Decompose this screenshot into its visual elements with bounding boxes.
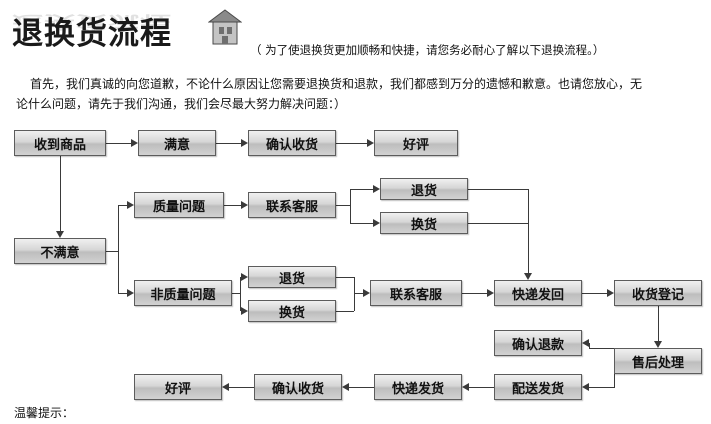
node-不满意[interactable]: 不满意 xyxy=(14,238,106,264)
node-退货-2[interactable]: 退货 xyxy=(248,266,336,288)
edge-line xyxy=(336,143,367,144)
edge-line xyxy=(658,306,659,341)
node-收到商品[interactable]: 收到商品 xyxy=(14,130,106,156)
edge-line xyxy=(589,387,614,388)
node-退货-1[interactable]: 退货 xyxy=(380,178,468,200)
edge-line xyxy=(462,293,487,294)
edge-arrow xyxy=(241,139,248,147)
node-联系客服-1[interactable]: 联系客服 xyxy=(248,192,336,218)
edge-arrow xyxy=(373,185,380,193)
edge-line xyxy=(118,205,127,206)
edge-arrow xyxy=(367,139,374,147)
node-非质量问题[interactable]: 非质量问题 xyxy=(134,280,232,306)
edge-line xyxy=(469,387,494,388)
intro-text: 首先，我们真诚的向您道歉，不论什么原因让您需要退换货和退款，我们都感到万分的遗憾… xyxy=(16,74,690,114)
edge-line xyxy=(240,277,241,278)
edge-line xyxy=(354,277,355,311)
edge-arrow xyxy=(127,201,134,209)
edge-line xyxy=(468,189,528,190)
node-确认收货[interactable]: 确认收货 xyxy=(248,130,336,156)
edge-arrow xyxy=(462,383,469,391)
edge-line xyxy=(589,343,590,349)
house-icon xyxy=(207,8,243,46)
node-配送发货[interactable]: 配送发货 xyxy=(494,374,582,400)
edge-line xyxy=(349,387,374,388)
edge-line xyxy=(350,223,373,224)
node-联系客服-2[interactable]: 联系客服 xyxy=(370,280,462,306)
footer-tip: 温馨提示： xyxy=(14,406,75,420)
edge-line xyxy=(106,251,118,252)
edge-line xyxy=(118,293,127,294)
edge-line xyxy=(350,189,373,190)
edge-arrow xyxy=(241,273,248,281)
edge-line xyxy=(229,387,254,388)
edge-line xyxy=(224,205,241,206)
edge-line xyxy=(350,189,351,223)
node-换货-1[interactable]: 换货 xyxy=(380,212,468,234)
edge-line xyxy=(336,311,354,312)
node-质量问题[interactable]: 质量问题 xyxy=(134,192,224,218)
edge-arrow xyxy=(127,289,134,297)
edge-arrow xyxy=(131,139,138,147)
node-确认退款[interactable]: 确认退款 xyxy=(494,330,582,356)
edge-arrow xyxy=(524,273,532,280)
edge-line xyxy=(614,374,615,388)
node-满意[interactable]: 满意 xyxy=(138,130,216,156)
edge-line xyxy=(468,223,528,224)
page-title: 退换货流程 xyxy=(12,16,172,52)
edge-arrow xyxy=(607,289,614,297)
intro-line-1: 首先，我们真诚的向您道歉，不论什么原因让您需要退换货和退款，我们都感到万分的遗憾… xyxy=(30,77,643,91)
intro-line-2: 论什么问题，请先于我们沟通，我们会尽最大努力解决问题：） xyxy=(16,97,347,111)
node-换货-2[interactable]: 换货 xyxy=(248,300,336,322)
edge-line xyxy=(354,293,363,294)
edge-line xyxy=(589,348,614,349)
edge-line xyxy=(336,205,350,206)
node-快递发货[interactable]: 快递发货 xyxy=(374,374,462,400)
node-确认收货-2[interactable]: 确认收货 xyxy=(254,374,342,400)
edge-arrow xyxy=(342,383,349,391)
edge-arrow xyxy=(241,201,248,209)
edge-arrow xyxy=(241,307,248,315)
edge-arrow xyxy=(222,383,229,391)
edge-arrow xyxy=(363,289,370,297)
node-快递发回[interactable]: 快递发回 xyxy=(494,280,582,306)
edge-line xyxy=(240,277,241,311)
edge-line xyxy=(106,143,131,144)
node-好评-2[interactable]: 好评 xyxy=(134,374,222,400)
edge-line xyxy=(528,189,529,273)
edge-line xyxy=(216,143,241,144)
edge-arrow xyxy=(582,339,589,347)
edge-arrow xyxy=(654,341,662,348)
edge-line xyxy=(60,156,61,231)
edge-line xyxy=(582,293,607,294)
edge-arrow xyxy=(373,219,380,227)
edge-arrow xyxy=(56,231,64,238)
node-售后处理[interactable]: 售后处理 xyxy=(614,348,702,374)
edge-line xyxy=(118,205,119,293)
edge-arrow xyxy=(487,289,494,297)
header-note: （ 为了使退换货更加顺畅和快捷，请您务必耐心了解以下退换流程。） xyxy=(250,43,605,57)
edge-line xyxy=(232,293,240,294)
node-收货登记[interactable]: 收货登记 xyxy=(614,280,702,306)
edge-arrow xyxy=(582,383,589,391)
edge-line xyxy=(336,277,354,278)
node-好评-top[interactable]: 好评 xyxy=(374,130,458,156)
